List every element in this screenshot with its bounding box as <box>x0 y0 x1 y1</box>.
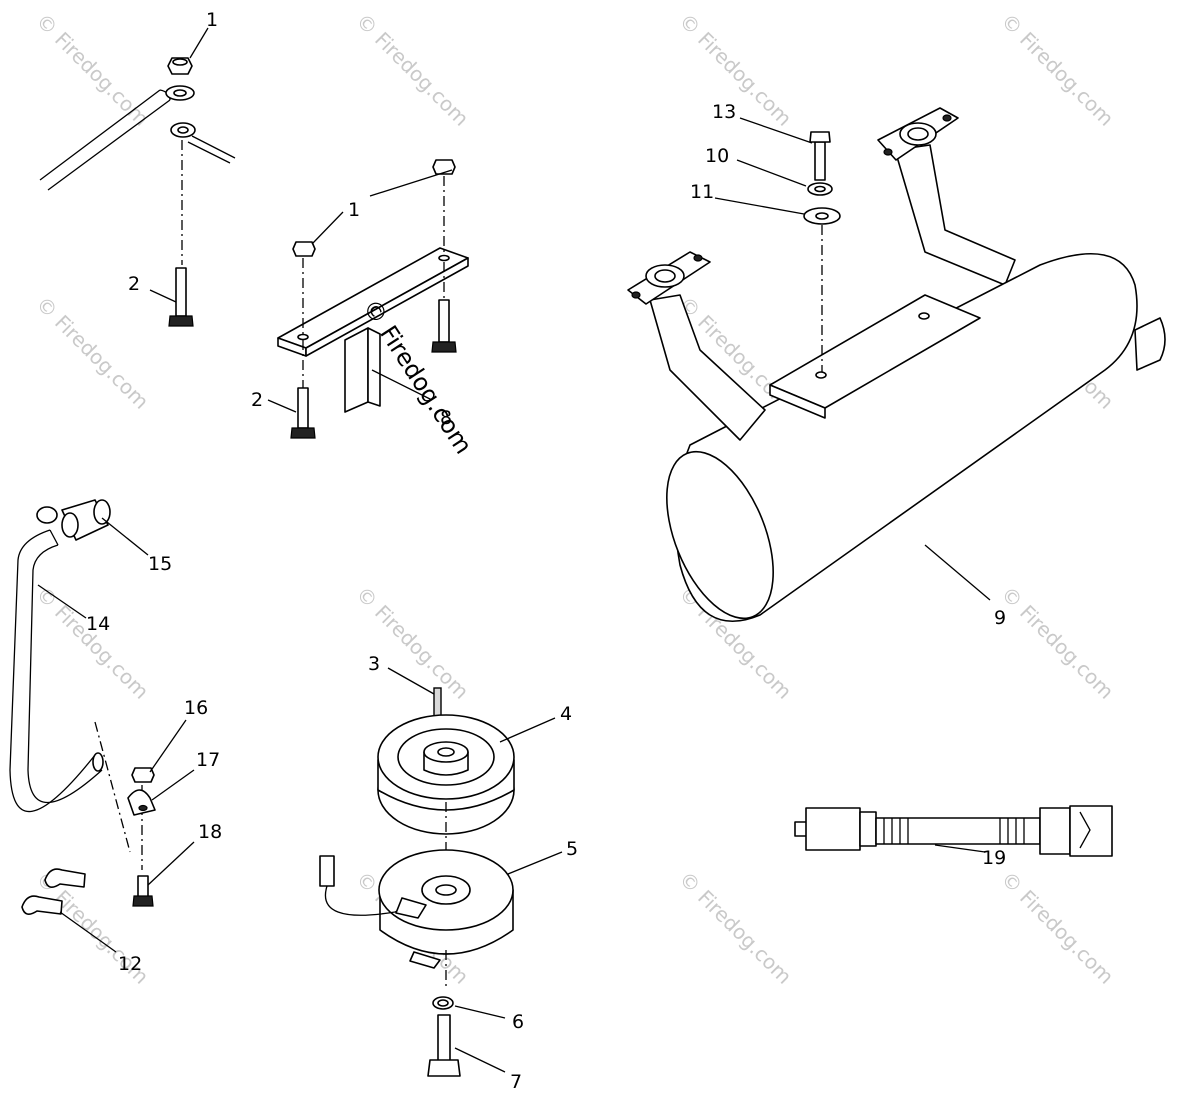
watermark: © Firedog.com <box>31 292 153 414</box>
callout-2: 2 <box>251 389 263 411</box>
callout-10: 10 <box>705 145 729 167</box>
callout-19: 19 <box>982 847 1006 869</box>
callout-6: 6 <box>512 1011 524 1033</box>
hose-assembly <box>9 499 195 953</box>
watermark: © Firedog.com <box>31 582 153 704</box>
callout-9: 9 <box>994 607 1006 629</box>
wire-harness <box>794 805 1113 857</box>
callout-12: 12 <box>118 953 142 975</box>
callout-18: 18 <box>198 821 222 843</box>
clutch-pulley-assembly <box>319 667 563 1077</box>
callout-15: 15 <box>148 553 172 575</box>
bracket-assembly <box>267 159 469 439</box>
cable-terminal-assembly <box>39 27 236 327</box>
watermark: © Firedog.com <box>351 9 473 131</box>
watermark: © Firedog.com <box>996 582 1118 704</box>
watermark: © Firedog.com <box>674 867 796 989</box>
callout-3: 3 <box>368 653 380 675</box>
callout-13: 13 <box>712 101 736 123</box>
callout-14: 14 <box>86 613 110 635</box>
watermark: © Firedog.com <box>351 582 473 704</box>
callout-11: 11 <box>690 181 714 203</box>
callout-1: 1 <box>206 9 218 31</box>
callout-2: 2 <box>128 273 140 295</box>
callout-5: 5 <box>566 838 578 860</box>
callout-1: 1 <box>348 199 360 221</box>
watermark: © Firedog.com <box>996 9 1118 131</box>
callout-16: 16 <box>184 697 208 719</box>
callouts: 1 1 2 2 8 13 10 11 9 15 14 16 17 18 12 3… <box>86 9 1006 1093</box>
callout-8: 8 <box>440 407 452 429</box>
watermark: © Firedog.com <box>31 9 153 131</box>
callout-17: 17 <box>196 749 220 771</box>
watermark: © Firedog.com <box>996 867 1118 989</box>
muffler-assembly <box>627 107 1166 623</box>
callout-7: 7 <box>510 1071 522 1093</box>
callout-4: 4 <box>560 703 572 725</box>
